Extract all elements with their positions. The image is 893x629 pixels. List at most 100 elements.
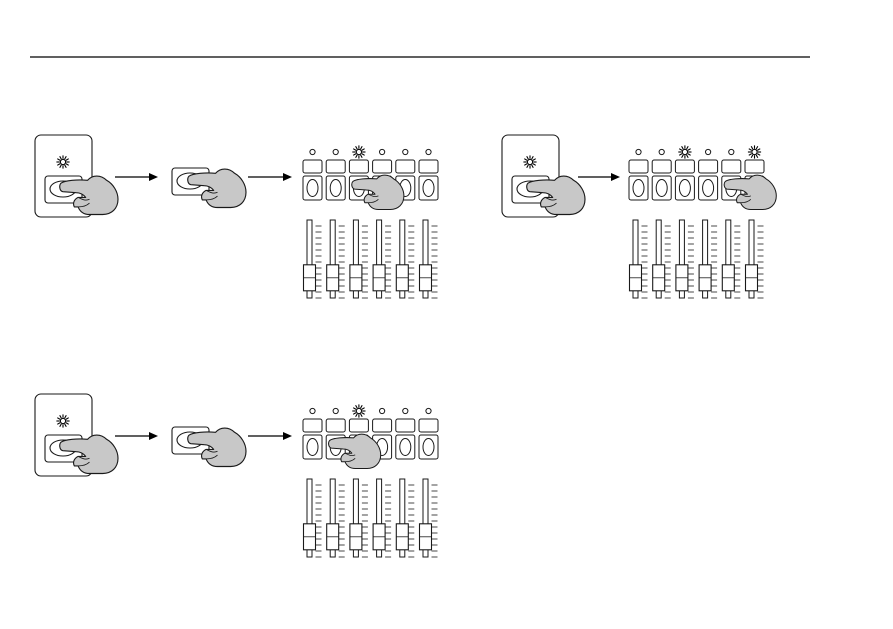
- diagram-top-left: [35, 135, 438, 298]
- led-lit: [60, 159, 65, 164]
- flow-arrow: [115, 432, 158, 440]
- flash-button: [303, 419, 322, 432]
- arrow-head: [283, 432, 292, 440]
- channel-strip: [326, 149, 345, 298]
- channel-console: [303, 145, 438, 298]
- flash-button: [629, 160, 648, 173]
- channel-strip: [373, 149, 392, 298]
- flash-ray: [751, 146, 753, 149]
- channel-led: [333, 408, 338, 413]
- flash-ray: [749, 149, 752, 151]
- flash-ray: [682, 146, 684, 149]
- flash-ray: [356, 405, 358, 408]
- led-lit: [356, 408, 361, 413]
- led-lit: [752, 149, 757, 154]
- flow-arrow: [248, 432, 292, 440]
- select-button: [679, 180, 690, 197]
- flash-ray: [362, 154, 365, 156]
- flash-ray: [362, 408, 365, 410]
- flash-button: [349, 160, 368, 173]
- flash-ray: [687, 146, 689, 149]
- led-flash-icon: [352, 404, 365, 417]
- flash-ray: [688, 149, 691, 151]
- select-button: [307, 180, 318, 197]
- flow-arrow: [248, 173, 292, 181]
- channel-led: [636, 149, 641, 154]
- channel-strip: [419, 149, 438, 298]
- channel-led: [706, 149, 711, 154]
- flash-button: [373, 419, 392, 432]
- channel-console: [303, 404, 438, 557]
- channel-led: [310, 149, 315, 154]
- button-press: [172, 168, 246, 208]
- flash-ray: [756, 155, 758, 158]
- flash-button: [722, 160, 741, 173]
- arrow-head: [149, 432, 158, 440]
- flash-button: [652, 160, 671, 173]
- led-lit: [682, 149, 687, 154]
- flash-ray: [353, 408, 356, 410]
- flash-ray: [682, 155, 684, 158]
- flash-button: [419, 160, 438, 173]
- diagram-top-right: [502, 135, 776, 298]
- led-flash-icon: [748, 145, 761, 158]
- flash-button: [699, 160, 718, 173]
- flash-button: [745, 160, 764, 173]
- channel-strip: [722, 149, 741, 298]
- select-button: [330, 180, 341, 197]
- arrow-head: [283, 173, 292, 181]
- channel-strip: [745, 145, 764, 298]
- flash-button: [419, 419, 438, 432]
- flash-ray: [362, 413, 365, 415]
- channel-strip: [396, 408, 415, 557]
- select-button: [703, 180, 714, 197]
- led-lit: [60, 418, 65, 423]
- control-panel-hold: [502, 135, 585, 217]
- flash-ray: [687, 155, 689, 158]
- flash-ray: [679, 154, 682, 156]
- flash-button: [373, 160, 392, 173]
- arrow-head: [149, 173, 158, 181]
- channel-strip: [303, 408, 322, 557]
- flash-ray: [353, 154, 356, 156]
- channel-led: [426, 149, 431, 154]
- arrow-head: [611, 173, 620, 181]
- channel-led: [380, 149, 385, 154]
- select-button: [633, 180, 644, 197]
- flow-arrow: [578, 173, 620, 181]
- channel-strip: [303, 149, 322, 298]
- button-press: [172, 427, 246, 467]
- flash-ray: [353, 149, 356, 151]
- flash-ray: [353, 413, 356, 415]
- flash-button: [326, 419, 345, 432]
- channel-console: [629, 145, 776, 298]
- flash-button: [349, 419, 368, 432]
- flash-ray: [356, 155, 358, 158]
- flash-ray: [751, 155, 753, 158]
- select-button: [400, 439, 411, 456]
- channel-led: [659, 149, 664, 154]
- flash-ray: [356, 146, 358, 149]
- control-panel-hold: [35, 135, 118, 217]
- led-lit: [356, 149, 361, 154]
- control-panel-hold: [35, 394, 118, 476]
- channel-strip: [373, 408, 392, 557]
- diagram-bottom-left: [35, 394, 438, 557]
- select-button: [423, 180, 434, 197]
- channel-strip: [675, 145, 694, 298]
- channel-led: [403, 408, 408, 413]
- channel-led: [729, 149, 734, 154]
- led-flash-icon: [678, 145, 691, 158]
- channel-strip: [629, 149, 648, 298]
- flash-ray: [361, 414, 363, 417]
- channel-led: [310, 408, 315, 413]
- flash-ray: [756, 146, 758, 149]
- select-button: [656, 180, 667, 197]
- flash-button: [326, 160, 345, 173]
- diagram-layer: [35, 135, 776, 557]
- flash-button: [396, 419, 415, 432]
- led-lit: [527, 159, 532, 164]
- channel-led: [426, 408, 431, 413]
- channel-led: [333, 149, 338, 154]
- flash-ray: [757, 149, 760, 151]
